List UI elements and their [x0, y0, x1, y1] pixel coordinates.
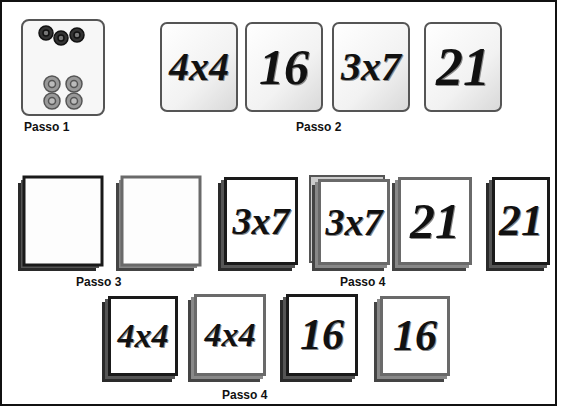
step-label: Passo 3	[76, 275, 121, 289]
card-number: 21	[410, 196, 460, 246]
card-number: 4x4	[205, 318, 256, 352]
step-label: Passo 1	[24, 120, 69, 134]
card-number: 3x7	[233, 202, 290, 240]
number-card: 4x4	[160, 22, 238, 112]
number-box: 21	[492, 177, 550, 265]
number-box: 16	[380, 296, 450, 376]
card-outline	[22, 20, 104, 115]
number-card: 16	[245, 22, 323, 112]
card-number: 3x7	[326, 203, 383, 241]
step-label: Passo 4	[340, 275, 385, 289]
card-number: 21	[436, 40, 490, 94]
number-box: 4x4	[108, 296, 178, 376]
grey-chips	[44, 76, 82, 109]
number-card: 21	[424, 22, 502, 112]
card-number: 4x4	[169, 47, 229, 87]
number-box: 4x4	[194, 294, 266, 376]
card-number: 16	[300, 313, 344, 357]
card-number: 21	[499, 199, 543, 243]
chip-card	[22, 20, 104, 115]
step-label: Passo 4	[222, 388, 267, 402]
number-box: 3x7	[224, 177, 298, 265]
card-number: 16	[259, 42, 309, 92]
card-number: 3x7	[341, 47, 401, 87]
number-box: 3x7	[318, 179, 390, 265]
dark-chips	[39, 26, 84, 45]
blank-box	[116, 177, 200, 271]
card-number: 4x4	[118, 319, 169, 353]
step-label: Passo 2	[296, 120, 341, 134]
number-box: 21	[398, 177, 472, 265]
number-box: 16	[286, 294, 358, 376]
card-number: 16	[393, 314, 437, 358]
number-card: 3x7	[332, 22, 410, 112]
blank-box	[18, 177, 102, 271]
